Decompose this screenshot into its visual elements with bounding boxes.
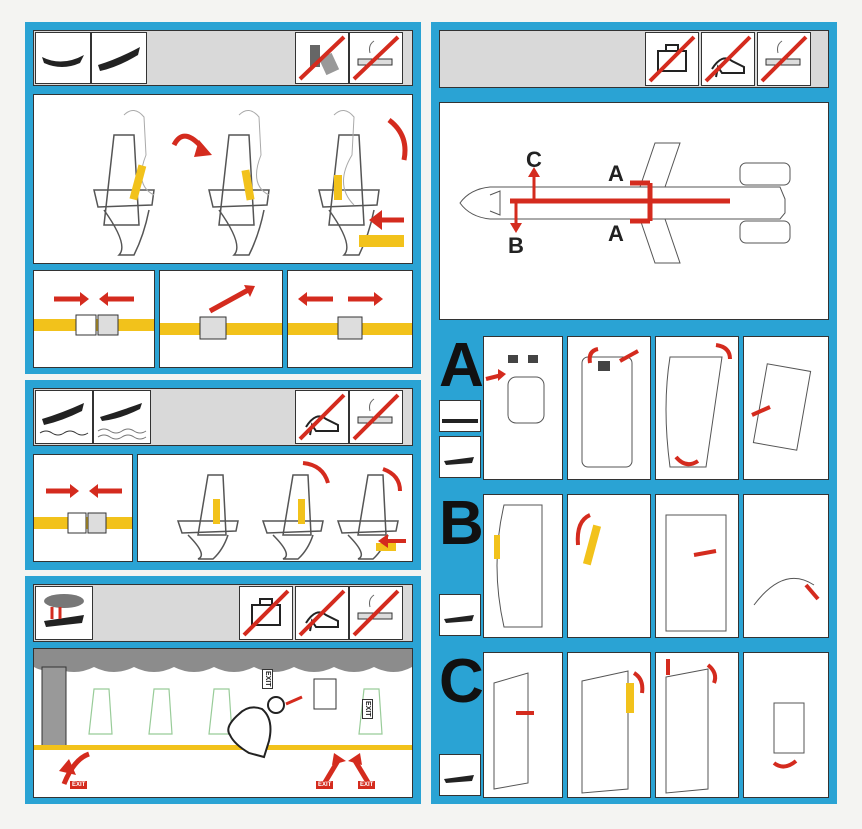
exit-a-step-2 bbox=[567, 336, 651, 480]
exit-c-step-2 bbox=[567, 652, 651, 798]
panel-brace-position-water bbox=[25, 380, 421, 570]
exit-c-step-4 bbox=[743, 652, 829, 798]
aircraft-type-icon bbox=[439, 594, 481, 636]
brace-seat-illustration bbox=[33, 94, 413, 264]
exit-letter-c: C bbox=[439, 647, 484, 716]
no-heels-icon bbox=[295, 390, 349, 444]
cabin-smoke-icon bbox=[35, 586, 93, 640]
no-heels-icon bbox=[701, 32, 755, 86]
exit-letter-a: A bbox=[439, 331, 484, 400]
exit-a-step-3 bbox=[655, 336, 739, 480]
panel-brace-position-land bbox=[25, 22, 421, 374]
exit-b-step-4 bbox=[743, 494, 829, 638]
exit-b-step-1 bbox=[483, 494, 563, 638]
aircraft-takeoff-icon bbox=[35, 32, 91, 84]
exit-label-b: B bbox=[508, 233, 524, 258]
no-smoking-icon bbox=[349, 32, 403, 84]
no-smoking-icon bbox=[349, 390, 403, 444]
aircraft-descent-icon bbox=[91, 32, 147, 84]
exit-label-a-top: A bbox=[608, 161, 624, 186]
brace-seat-illustration-water bbox=[137, 454, 413, 562]
no-smoking-icon bbox=[757, 32, 811, 86]
seatbelt-step-2 bbox=[159, 270, 283, 368]
aircraft-type-icon bbox=[439, 754, 481, 796]
aircraft-exit-plan: C B A A bbox=[439, 102, 829, 320]
floor-exit-marker: EXIT bbox=[358, 781, 376, 789]
seatbelt-fasten bbox=[33, 454, 133, 562]
panel-exits-overview: C B A A bbox=[431, 22, 837, 328]
floor-exit-marker: EXIT bbox=[316, 781, 334, 789]
exit-sign: EXIT bbox=[362, 699, 373, 719]
exit-c-step-3 bbox=[655, 652, 739, 798]
exit-a-step-4 bbox=[743, 336, 829, 480]
evacuation-crouch-illustration: EXIT EXIT EXIT EXIT EXIT bbox=[33, 648, 413, 798]
exit-label-c: C bbox=[526, 147, 542, 172]
exit-b-step-2 bbox=[567, 494, 651, 638]
panel-exit-b: B bbox=[431, 486, 837, 644]
no-phone-icon bbox=[295, 32, 349, 84]
no-heels-icon bbox=[295, 586, 349, 640]
exit-b-step-3 bbox=[655, 494, 739, 638]
aircraft-water-icon bbox=[35, 390, 93, 444]
panel-exit-a: A bbox=[431, 328, 837, 486]
no-smoking-icon bbox=[349, 586, 403, 640]
floor-exit-marker: EXIT bbox=[70, 781, 88, 789]
exit-sign: EXIT bbox=[262, 669, 273, 689]
exit-a-step-1 bbox=[483, 336, 563, 480]
aircraft-type-1-icon bbox=[439, 400, 481, 432]
seatbelt-step-1 bbox=[33, 270, 155, 368]
aircraft-type-2-icon bbox=[439, 436, 481, 478]
seatbelt-step-3 bbox=[287, 270, 413, 368]
aircraft-ditching-icon bbox=[93, 390, 151, 444]
panel-exit-c: C bbox=[431, 644, 837, 804]
exit-label-a-bottom: A bbox=[608, 221, 624, 246]
no-baggage-icon bbox=[645, 32, 699, 86]
no-baggage-icon bbox=[239, 586, 293, 640]
panel-evacuation-smoke: EXIT EXIT EXIT EXIT EXIT bbox=[25, 576, 421, 804]
exit-letter-b: B bbox=[439, 489, 484, 558]
exit-c-step-1 bbox=[483, 652, 563, 798]
